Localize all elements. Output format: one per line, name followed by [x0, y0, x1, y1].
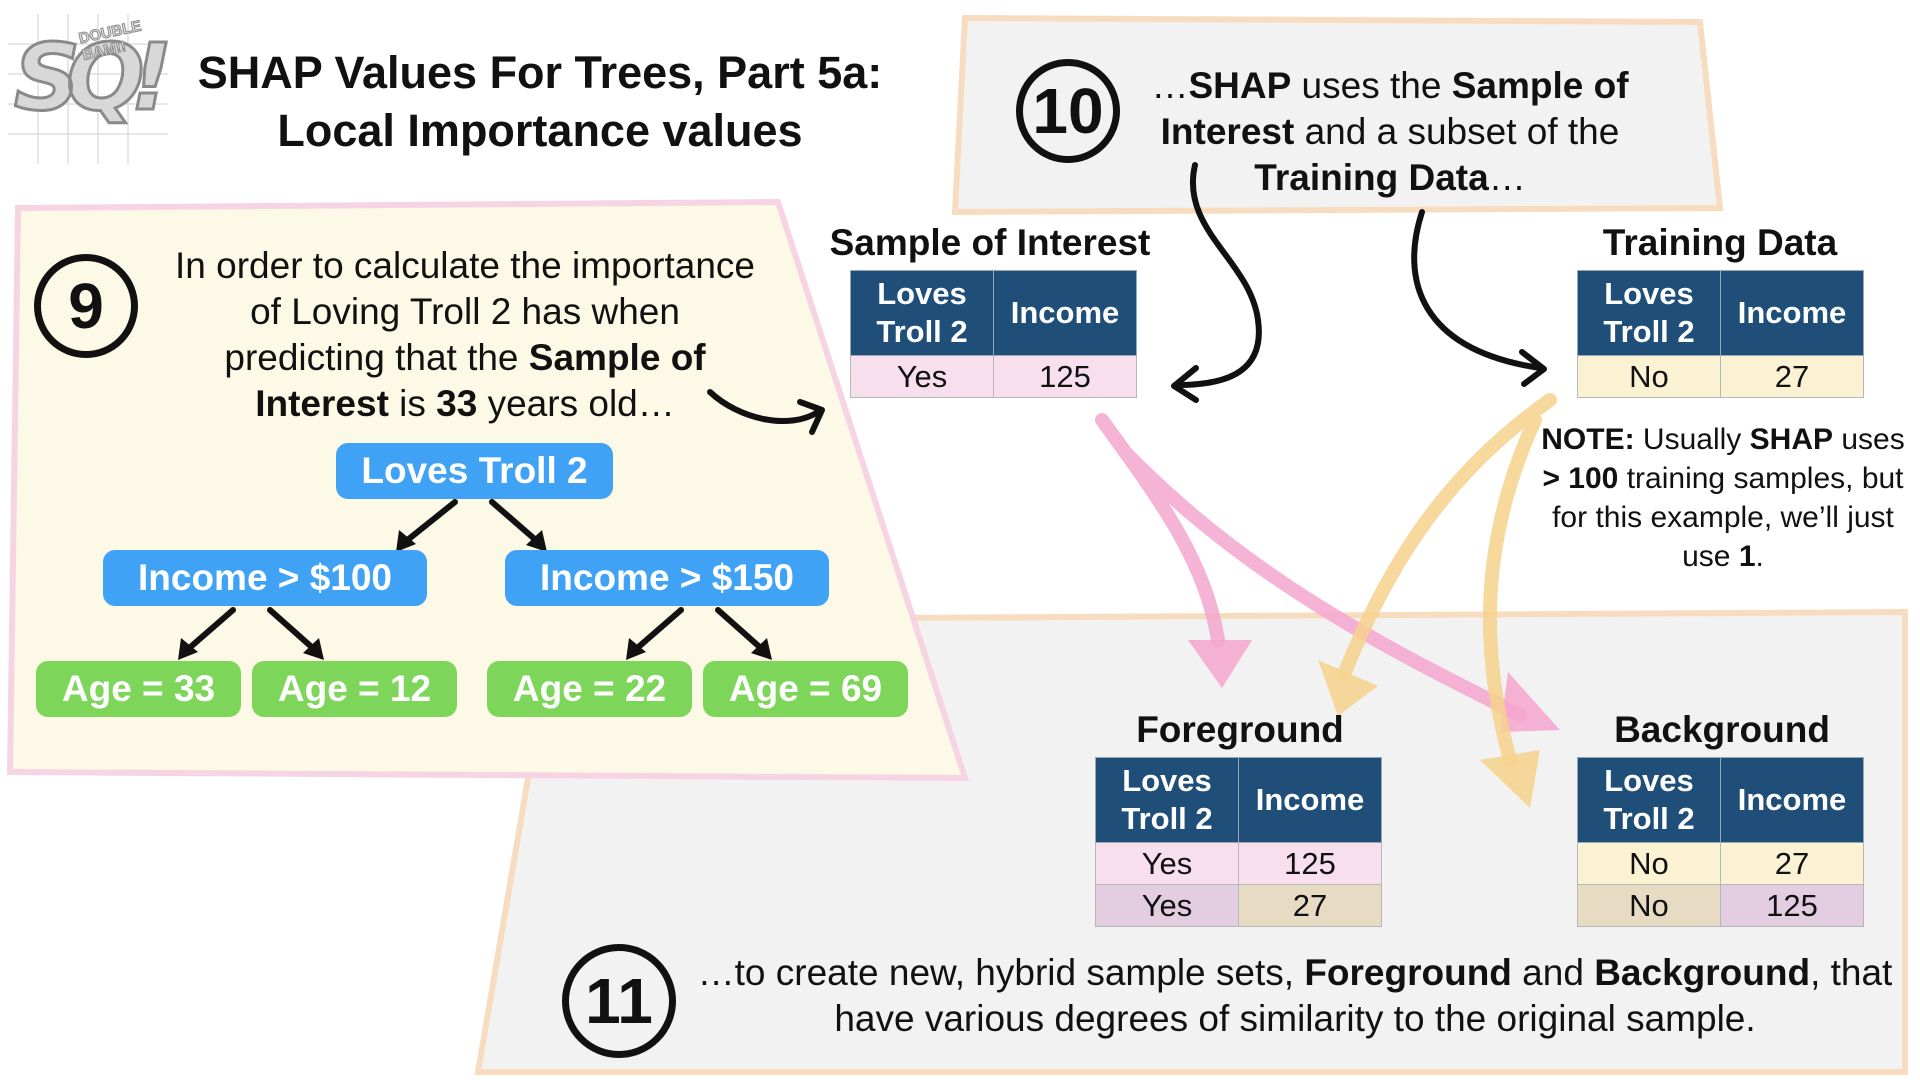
- table-row: Yes 125: [850, 355, 1137, 398]
- tree-leaf-age-12: Age = 12: [252, 661, 457, 717]
- statquest-logo: SQ! DOUBLE BAM!!: [8, 14, 174, 164]
- logo-letters: SQ!: [12, 23, 173, 133]
- yellow-arrow-to-background: [1482, 413, 1542, 767]
- page-title: SHAP Values For Trees, Part 5a: Local Im…: [170, 44, 910, 160]
- yellow-arrows: [1338, 393, 1557, 767]
- col-header-loves-troll: Loves Troll 2: [1095, 757, 1239, 843]
- tree-root-node: Loves Troll 2: [336, 443, 613, 499]
- tree-leaf-age-69: Age = 69: [703, 661, 908, 717]
- black-arrows: [707, 162, 1543, 425]
- step-9-text: In order to calculate the importance of …: [175, 245, 755, 424]
- step-11-text: …to create new, hybrid sample sets, Fore…: [697, 952, 1893, 1039]
- training-data-table: Loves Troll 2 Income No 27: [1577, 270, 1864, 398]
- edge-root-right: [489, 499, 541, 545]
- edge-left-leaf1: [184, 607, 236, 653]
- table-row: Yes 125: [1095, 842, 1382, 885]
- edge-right-leaf4: [715, 607, 766, 653]
- col-header-income: Income: [1720, 757, 1864, 843]
- sample-of-interest-table: Loves Troll 2 Income Yes 125: [850, 270, 1137, 398]
- table-row: Yes 27: [1095, 884, 1382, 927]
- col-header-loves-troll: Loves Troll 2: [1577, 757, 1721, 843]
- col-header-loves-troll: Loves Troll 2: [850, 270, 994, 356]
- foreground-title: Foreground: [1136, 709, 1344, 750]
- sample-of-interest-title: Sample of Interest: [829, 222, 1151, 263]
- step-9-badge: 9: [34, 254, 138, 358]
- title-line-2: Local Importance values: [277, 105, 803, 156]
- yellow-arrow-to-foreground: [1338, 393, 1557, 679]
- tree-node-income-150: Income > $150: [505, 550, 829, 606]
- step-10-badge: 10: [1016, 59, 1120, 163]
- edge-root-left: [402, 499, 458, 545]
- pink-arrows: [1095, 413, 1527, 722]
- pink-arrowhead-foreground: [1188, 640, 1252, 688]
- tree-arrowheads: [178, 530, 772, 660]
- title-line-1: SHAP Values For Trees, Part 5a:: [197, 47, 883, 98]
- tree-leaf-age-22: Age = 22: [487, 661, 692, 717]
- pink-arrow-to-background: [1121, 448, 1527, 722]
- arrowhead-10a: [1171, 365, 1199, 403]
- table-row: No 27: [1577, 355, 1864, 398]
- table-row: No 27: [1577, 842, 1864, 885]
- arrowhead-9: [797, 399, 825, 435]
- table-row: No 125: [1577, 884, 1864, 927]
- col-header-income: Income: [1238, 757, 1382, 843]
- background-table: Loves Troll 2 Income No 27 No 125: [1577, 757, 1864, 927]
- col-header-loves-troll: Loves Troll 2: [1577, 270, 1721, 356]
- tree-connectors: [184, 499, 766, 653]
- edge-left-leaf2: [267, 607, 318, 653]
- note-text: NOTE: Usually SHAP uses > 100 training s…: [1541, 423, 1905, 573]
- yellow-arrowhead-foreground: [1318, 660, 1378, 716]
- step-11-badge: 11: [562, 944, 676, 1058]
- edge-right-leaf3: [632, 607, 684, 653]
- col-header-income: Income: [993, 270, 1137, 356]
- yellow-arrowhead-background: [1480, 750, 1540, 808]
- pink-arrow-to-foreground: [1095, 413, 1225, 647]
- step10-panel: [951, 14, 1724, 216]
- arrowhead-10b: [1519, 349, 1547, 387]
- step-10-text: …SHAP uses the Sample of Interest and a …: [1151, 65, 1629, 198]
- arrow-10-to-sample: [1175, 162, 1262, 388]
- col-header-income: Income: [1720, 270, 1864, 356]
- arrow-9-to-sample: [707, 389, 821, 425]
- training-data-title: Training Data: [1602, 222, 1838, 263]
- tree-leaf-age-33: Age = 33: [36, 661, 241, 717]
- background-title: Background: [1614, 709, 1830, 750]
- tree-node-income-100: Income > $100: [103, 550, 427, 606]
- foreground-table: Loves Troll 2 Income Yes 125 Yes 27: [1095, 757, 1382, 927]
- arrow-10-to-training: [1411, 209, 1543, 371]
- pink-arrowhead-background: [1500, 672, 1560, 732]
